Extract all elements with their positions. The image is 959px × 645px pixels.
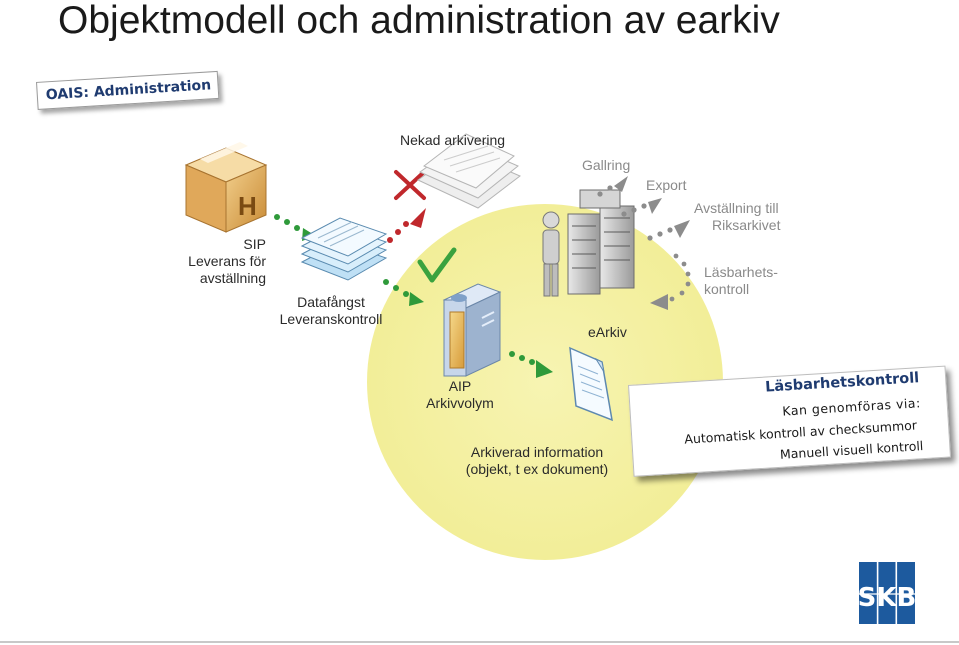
archived-document-icon	[569, 346, 613, 422]
rejected-x-icon	[394, 170, 426, 200]
rejected-papers-icon	[417, 133, 521, 209]
sip-label: SIP Leverans för avställning	[188, 236, 266, 286]
skb-logo-text: SKB	[859, 583, 915, 613]
earkiv-label: eArkiv	[588, 324, 627, 340]
archived-info-label: Arkiverad information (objekt, t ex doku…	[465, 444, 609, 477]
arrow-to-riksarkivet	[647, 220, 690, 241]
readability-note-card: Läsbarhetskontroll Kan genomföras via: A…	[628, 365, 952, 477]
data-capture-papers-icon	[300, 217, 388, 281]
skb-logo: SKB	[859, 562, 915, 624]
riksarkivet-label: Avställning till Riksarkivet	[694, 200, 781, 233]
arrow-readability-loop	[650, 253, 691, 310]
arrow-capture-to-rejected	[387, 208, 426, 243]
sip-package-icon: H	[184, 142, 268, 233]
svg-text:H: H	[238, 191, 257, 221]
note-line-1: Kan genomföras via:	[781, 395, 922, 419]
aip-label: AIP Arkivvolym	[426, 378, 494, 411]
note-line-3: Manuell visuell kontroll	[779, 438, 924, 462]
rejected-label: Nekad arkivering	[400, 132, 506, 148]
arrow-to-export	[621, 198, 662, 217]
aip-volume-icon	[442, 283, 502, 377]
readability-label: Läsbarhets- kontroll	[704, 264, 778, 297]
export-label: Export	[646, 177, 687, 193]
capture-label: Datafångst Leveranskontroll	[279, 294, 383, 327]
gallring-label: Gallring	[582, 157, 631, 173]
slide-title: Objektmodell och administration av earki…	[58, 0, 780, 42]
arrow-capture-to-aip	[383, 279, 424, 306]
arrow-to-gallring	[597, 176, 628, 197]
arrow-aip-to-document	[509, 351, 553, 378]
bottom-rule	[0, 641, 959, 643]
approved-check-icon	[417, 247, 457, 283]
earkiv-server-icon	[542, 189, 635, 297]
